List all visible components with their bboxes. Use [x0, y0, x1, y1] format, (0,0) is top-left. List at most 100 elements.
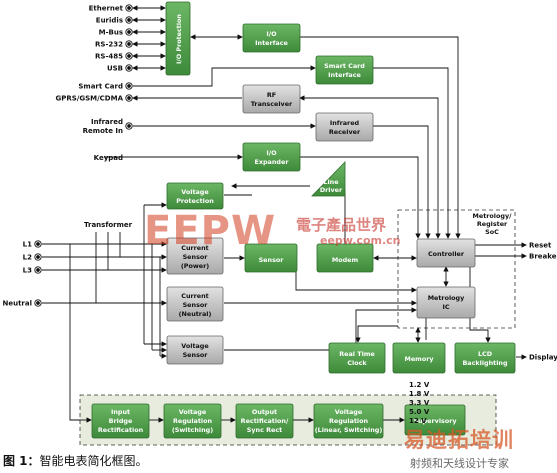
infrared-label-line2: Remote In	[83, 127, 123, 135]
voltage-protection-block: Voltage Protection	[166, 182, 224, 210]
infrared-receiver-block: Infrared Receiver	[315, 112, 374, 142]
port-usb-label: USB	[107, 65, 123, 73]
voltage-regulation-linear-label-3: (Linear, Switching)	[315, 426, 383, 434]
rail-1v2: 1.2 V	[409, 381, 430, 389]
line-driver-label-1: Line	[323, 178, 339, 186]
figure-caption-text: 智能电表简化框图。	[39, 454, 148, 468]
training-logo-subtitle: 射频和天线设计专家	[410, 457, 509, 470]
eepw-watermark-url: eepw.com.cn	[320, 234, 401, 247]
voltage-regulation-linear-block: Voltage Regulation (Linear, Switching)	[313, 403, 384, 439]
training-logo-watermark: 易迪拓培训	[404, 428, 514, 452]
port-rs485-label: RS-485	[95, 53, 123, 61]
supervisory-block: Supervisory	[404, 404, 466, 436]
voltage-regulation-switching-block: Voltage Regulation (Switching)	[163, 403, 222, 439]
voltage-protection-label-2: Protection	[176, 197, 214, 205]
controller-block: Controller	[416, 238, 476, 268]
breaker-output-label: Breaker	[529, 253, 557, 261]
io-expander-block: I/O Expander	[242, 142, 301, 172]
input-bridge-label-1: Input	[111, 408, 130, 416]
l3-label: L3	[23, 267, 32, 275]
connector-lines	[42, 5, 527, 423]
reset-output-label: Reset	[529, 242, 552, 250]
input-bridge-block: Input Bridge Rectification	[91, 403, 150, 439]
current-sensor-neutral-block: Current Sensor (Neutral)	[166, 286, 224, 322]
real-time-clock-label-2: Clock	[347, 359, 367, 367]
display-output-label: Display	[529, 354, 557, 362]
eepw-watermark-cn: 電子產品世界	[296, 216, 387, 234]
current-sensor-neutral-label-2: Sensor	[183, 301, 209, 309]
io-expander-label-2: Expander	[255, 158, 290, 166]
memory-label: Memory	[404, 355, 434, 363]
sensor-label: Sensor	[259, 256, 285, 264]
rail-1v8: 1.8 V	[409, 390, 430, 398]
lcd-backlighting-block: LCD Backlighting	[454, 342, 516, 374]
voltage-sensor-label-2: Sensor	[183, 351, 209, 359]
metrology-ic-block: Metrology IC	[416, 286, 476, 319]
current-sensor-power-block: Current Sensor (Power)	[166, 237, 224, 275]
controller-label: Controller	[428, 250, 465, 258]
rf-transceiver-block: RF Transceiver	[242, 84, 301, 114]
voltage-regulation-switching-label-2: Regulation	[173, 417, 213, 425]
figure-caption: 图 1：智能电表简化框图。	[3, 452, 148, 469]
infrared-receiver-label-2: Receiver	[329, 128, 361, 136]
figure-caption-label: 图 1：	[3, 454, 40, 468]
l1-label: L1	[23, 241, 32, 249]
output-rectification-label-1: Output	[252, 408, 277, 416]
metrology-soc-region	[397, 209, 516, 329]
eepw-watermark: EEPW	[144, 208, 277, 254]
rail-3v3: 3.3 V	[409, 399, 430, 407]
smart-card-label: Smart Card	[78, 83, 123, 91]
port-euridis-label: Euridis	[96, 17, 123, 25]
smart-card-interface-label-2: Interface	[328, 71, 361, 79]
port-mbus-label: M-Bus	[99, 29, 123, 37]
rf-transceiver-label-2: Transceiver	[251, 100, 293, 108]
port-rs232-label: RS-232	[95, 41, 123, 49]
io-interface-label-1: I/O	[266, 30, 277, 38]
lcd-backlighting-label-1: LCD	[478, 350, 492, 358]
io-interface-block: I/O Interface	[242, 23, 301, 53]
line-driver-block: Line Driver	[311, 161, 346, 197]
modem-block: Modem	[316, 243, 374, 273]
rf-transceiver-label-1: RF	[267, 91, 276, 99]
memory-block: Memory	[392, 342, 446, 374]
metrology-ic-label-1: Metrology	[428, 294, 465, 302]
voltage-sensor-block: Voltage Sensor	[166, 335, 224, 365]
smart-card-interface-block: Smart Card Interface	[315, 55, 374, 85]
io-interface-label-2: Interface	[255, 39, 288, 47]
metrology-soc-label-3: SoC	[485, 228, 499, 236]
metrology-ic-label-2: IC	[442, 303, 449, 311]
real-time-clock-block: Real Time Clock	[328, 342, 386, 374]
input-bridge-label-3: Rectification	[98, 426, 144, 434]
neutral-label: Neutral	[2, 300, 32, 308]
output-rectification-label-3: Sync Rect	[247, 426, 282, 434]
infrared-label-line1: Infrared	[91, 118, 123, 126]
smart-card-interface-label-1: Smart Card	[324, 62, 365, 70]
voltage-protection-label-1: Voltage	[181, 188, 209, 196]
output-rectification-label-2: Rectification/	[241, 417, 289, 425]
input-bridge-label-2: Bridge	[109, 417, 133, 425]
line-driver-label-2: Driver	[320, 186, 343, 194]
voltage-regulation-switching-label-1: Voltage	[179, 408, 207, 416]
output-rectification-block: Output Rectification/ Sync Rect	[235, 403, 294, 439]
rail-12v: 12 V	[409, 417, 427, 425]
voltage-regulation-linear-label-2: Regulation	[329, 417, 369, 425]
transformer-label: Transformer	[84, 221, 133, 229]
current-sensor-power-label-2: Sensor	[183, 253, 209, 261]
infrared-receiver-label-1: Infrared	[330, 119, 360, 127]
l2-label: L2	[23, 254, 32, 262]
metrology-soc-label-1: Metrology/	[473, 212, 513, 220]
current-sensor-power-label-1: Current	[181, 244, 208, 252]
io-expander-label-1: I/O	[266, 149, 277, 157]
port-ethernet-label: Ethernet	[89, 5, 124, 13]
voltage-sensor-label-1: Voltage	[181, 342, 209, 350]
modem-label: Modem	[332, 256, 359, 264]
voltage-regulation-linear-label-1: Voltage	[335, 408, 363, 416]
current-sensor-neutral-label-1: Current	[181, 292, 208, 300]
current-sensor-power-label-3: (Power)	[181, 262, 209, 270]
io-protection-label: I/O Protection	[175, 14, 183, 64]
metrology-soc-label-2: Register	[477, 220, 508, 228]
current-sensor-neutral-label-3: (Neutral)	[179, 310, 212, 318]
keypad-label: Keypad	[94, 154, 123, 162]
gprs-label: GPRS/GSM/CDMA	[55, 95, 123, 103]
